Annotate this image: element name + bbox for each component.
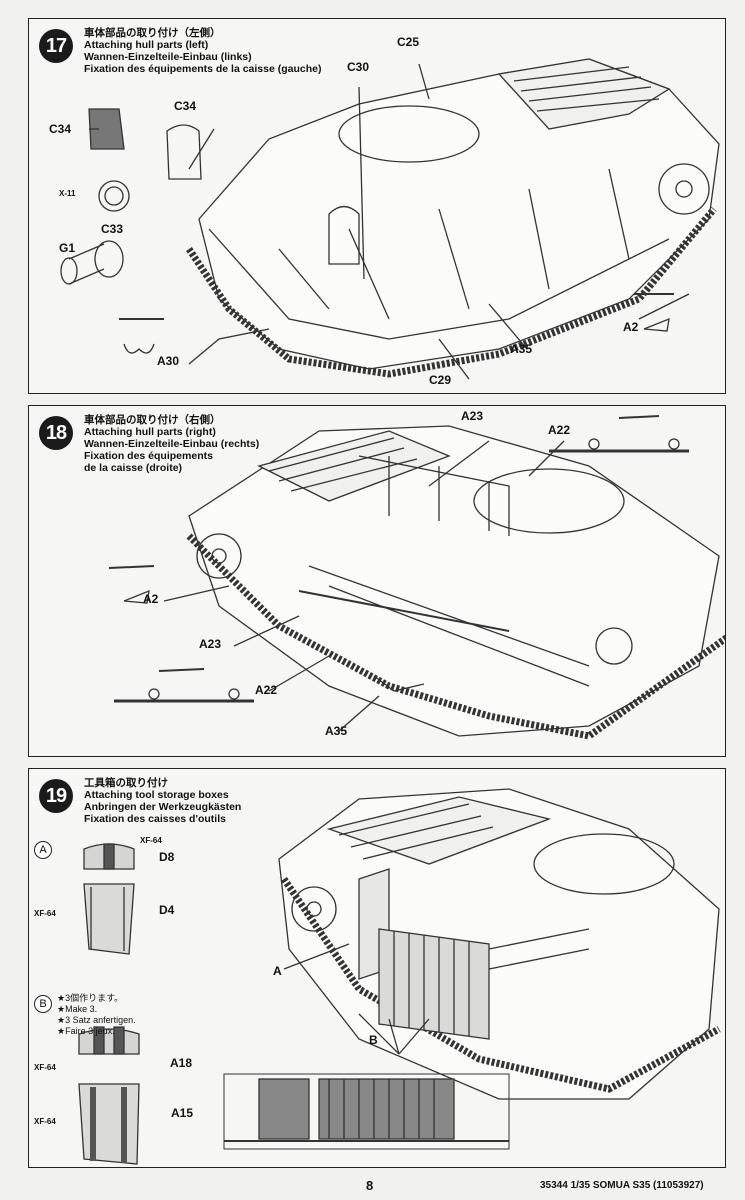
step-heading: 車体部品の取り付け（右側） Attaching hull parts (righ… [84, 414, 259, 474]
title-jp: 工具箱の取り付け [84, 777, 168, 789]
paint-label-XF-64-d: XF-64 [34, 1117, 56, 1126]
part-label-A30: A30 [157, 354, 180, 368]
part-label-A18: A18 [170, 1056, 193, 1070]
footer-product-code: 35344 1/35 SOMUA S35 (11053927) [540, 1180, 704, 1191]
title-jp: 車体部品の取り付け（左側） [84, 27, 221, 39]
part-label-A22-b: A22 [255, 683, 278, 697]
title-en: Attaching tool storage boxes [84, 789, 229, 801]
sub-assembly-b-marker: B [34, 995, 52, 1013]
title-en: Attaching hull parts (right) [84, 426, 216, 438]
title-en: Attaching hull parts (left) [84, 39, 209, 51]
hull-right-drawing [108, 415, 725, 740]
paint-label-XF-64: XF-64 [140, 836, 162, 845]
step-heading: 車体部品の取り付け（左側） Attaching hull parts (left… [84, 27, 322, 75]
part-label-D8: D8 [159, 850, 175, 864]
step-19-panel: 19 工具箱の取り付け Attaching tool storage boxes… [28, 768, 726, 1168]
page-number: 8 [366, 1178, 374, 1193]
title-fr: Fixation des caisses d'outils [84, 813, 226, 825]
part-label-D4: D4 [159, 903, 175, 917]
callout-B: B [369, 1033, 378, 1047]
note-de: ★3 Satz anfertigen. [57, 1015, 136, 1025]
step-number: 18 [39, 416, 73, 450]
part-label-C34-a: C34 [174, 99, 197, 113]
part-label-C34-b: C34 [49, 122, 72, 136]
part-label-A23-b: A23 [199, 637, 222, 651]
part-label-X-11: X-11 [59, 189, 76, 198]
part-label-A23: A23 [461, 409, 484, 423]
toolbox-drawing [78, 788, 721, 1165]
part-label-G1: G1 [59, 241, 76, 255]
quantity-note: ★3個作ります。 ★Make 3. ★3 Satz anfertigen. ★F… [57, 993, 136, 1037]
title-fr-2: de la caisse (droite) [84, 462, 183, 474]
title-de: Wannen-Einzelteile-Einbau (rechts) [84, 438, 260, 450]
title-fr: Fixation des équipements de la caisse (g… [84, 63, 322, 75]
part-label-A35: A35 [510, 342, 533, 356]
part-label-A35: A35 [325, 724, 348, 738]
part-label-C29: C29 [429, 373, 452, 387]
note-fr: ★Faire 3 jeux. [57, 1026, 115, 1036]
sub-assembly-a-marker: A [34, 841, 52, 859]
hull-left-drawing [60, 58, 720, 380]
note-jp: ★3個作ります。 [57, 993, 124, 1003]
paint-label-XF-64-c: XF-64 [34, 1063, 56, 1072]
step-number: 17 [39, 29, 73, 63]
callout-A: A [273, 964, 282, 978]
title-de: Anbringen der Werkzeugkästen [84, 801, 242, 813]
part-label-C25: C25 [397, 35, 420, 49]
part-label-C30: C30 [347, 60, 370, 74]
step-number: 19 [39, 779, 73, 813]
paint-label-XF-64-b: XF-64 [34, 909, 56, 918]
note-en: ★Make 3. [57, 1004, 98, 1014]
step-17-panel: 17 車体部品の取り付け（左側） Attaching hull parts (l… [28, 18, 726, 394]
step-heading: 工具箱の取り付け Attaching tool storage boxes An… [84, 777, 241, 825]
part-label-A15: A15 [171, 1106, 194, 1120]
step-18-panel: 18 車体部品の取り付け（右側） Attaching hull parts (r… [28, 405, 726, 757]
title-de: Wannen-Einzelteile-Einbau (links) [84, 51, 252, 63]
title-jp: 車体部品の取り付け（右側） [84, 414, 221, 426]
part-label-A2: A2 [143, 592, 159, 606]
part-label-C33: C33 [101, 222, 124, 236]
part-label-A22: A22 [548, 423, 571, 437]
title-fr-1: Fixation des équipements [84, 450, 213, 462]
part-label-A2: A2 [623, 320, 639, 334]
